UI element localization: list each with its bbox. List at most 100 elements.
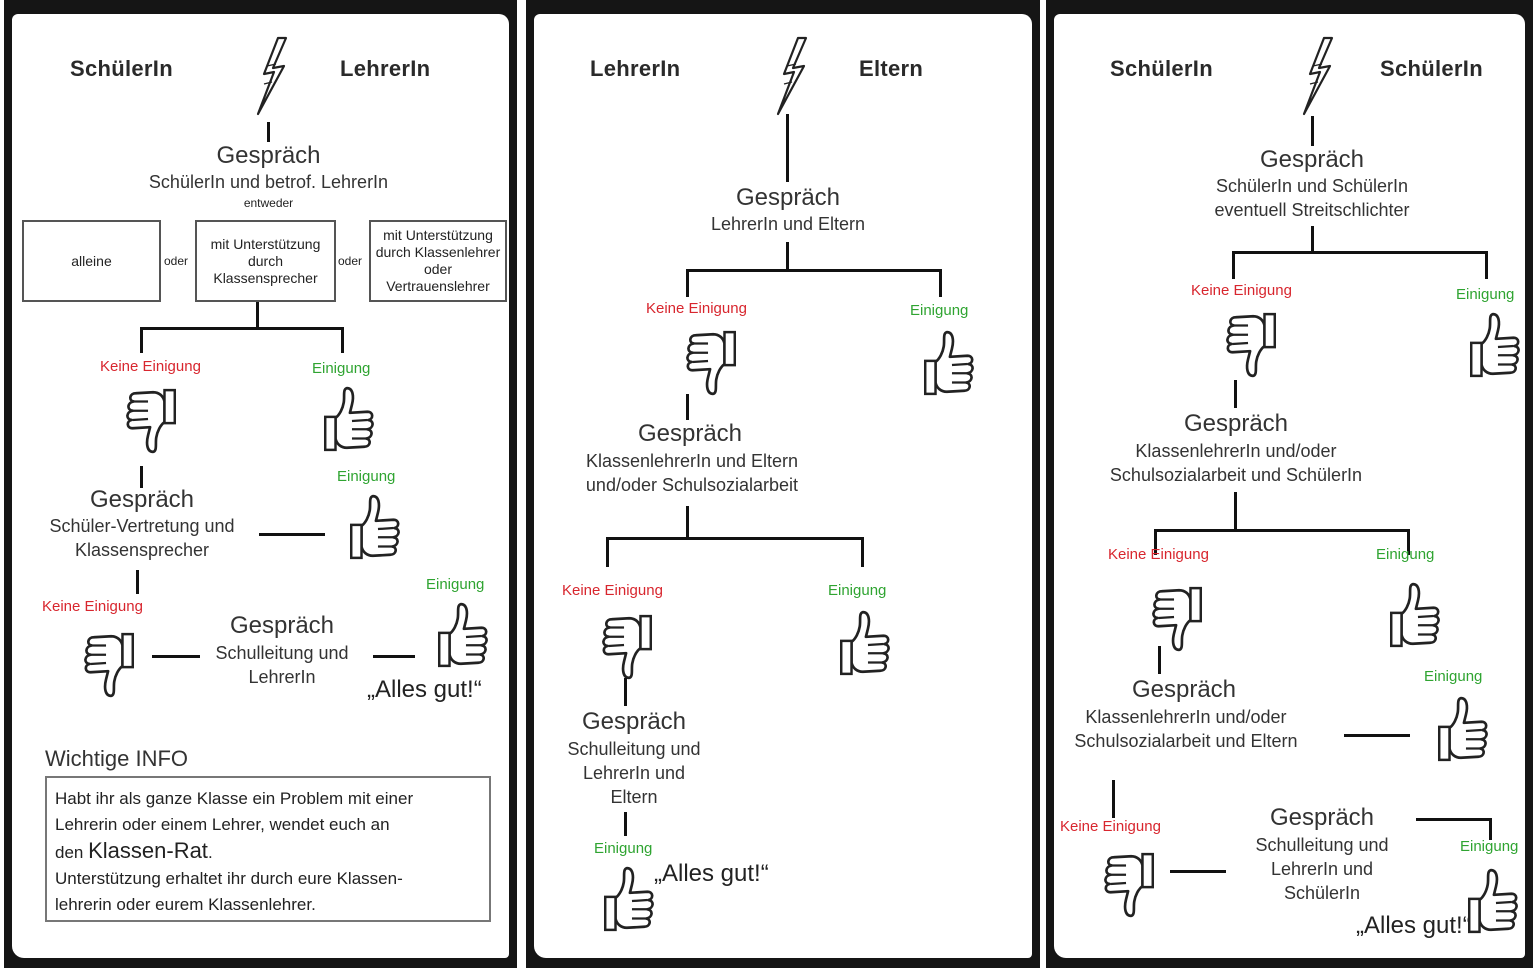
talk2-subtitle: Schulsozialarbeit und SchülerIn [1109, 465, 1363, 485]
option-alone-label: alleine [71, 252, 112, 269]
talk3-subtitle: Schulleitung und [215, 643, 349, 663]
agreement-label: Einigung [594, 840, 653, 857]
no-agreement-label: Keine Einigung [562, 582, 663, 599]
talk1-subtitle: SchülerIn und betrof. LehrerIn [148, 172, 389, 192]
talk4-title: Gespräch [1269, 804, 1375, 831]
thumbs-up-icon [838, 608, 900, 680]
agreement-label: Einigung [337, 468, 396, 485]
agreement-label: Einigung [1460, 838, 1519, 855]
talk3-subtitle: LehrerIn und [582, 763, 686, 783]
connector [686, 269, 942, 272]
talk2-title: Gespräch [1183, 410, 1289, 437]
talk3-title: Gespräch [1131, 676, 1237, 703]
lightning-icon [252, 36, 292, 116]
thumbs-down-icon [592, 610, 654, 682]
thumbs-up-icon [1436, 694, 1498, 766]
party-right-label: LehrerIn [340, 56, 431, 81]
panel-paper: SchülerIn LehrerIn Gespräch SchülerIn un… [12, 14, 509, 958]
panel-teacher-parents: LehrerIn Eltern Gespräch LehrerIn und El… [526, 0, 1040, 968]
thumbs-up-icon [436, 600, 498, 672]
talk4-subtitle: LehrerIn und [1270, 859, 1374, 879]
info-text: Habt ihr als ganze Klasse ein Problem mi… [55, 789, 414, 808]
talk3-title: Gespräch [581, 708, 687, 735]
connector [1154, 529, 1157, 555]
talk2-title: Gespräch [89, 486, 195, 513]
no-agreement-label: Keine Einigung [1108, 546, 1209, 563]
agreement-label: Einigung [312, 360, 371, 377]
connector [624, 812, 627, 836]
no-agreement-label: Keine Einigung [646, 300, 747, 317]
connector [341, 327, 344, 353]
info-text: . [207, 843, 213, 862]
thumbs-up-icon [322, 384, 384, 456]
thumbs-down-icon [1216, 308, 1278, 380]
class-council-label: Klassen-Rat [88, 838, 208, 863]
no-agreement-label: Keine Einigung [100, 358, 201, 375]
talk1-title: Gespräch [216, 142, 321, 169]
or-label: oder [338, 254, 363, 268]
connector [1234, 492, 1237, 530]
connector [1112, 780, 1115, 818]
connector [1170, 870, 1226, 873]
talk2-subtitle: Schüler-Vertretung und [49, 516, 235, 536]
connector [1485, 251, 1488, 279]
info-title: Wichtige INFO [45, 746, 189, 771]
connector [686, 269, 689, 297]
connector [861, 537, 864, 567]
connector [1154, 529, 1410, 532]
option-class-rep-label: mit Unterstützung durch Klassensprecher [210, 235, 321, 286]
party-left-label: SchülerIn [1110, 56, 1213, 81]
thumbs-up-icon [1468, 310, 1530, 382]
connector [1158, 646, 1161, 674]
thumbs-down-icon [116, 384, 178, 456]
connector [140, 466, 143, 488]
agreement-label: Einigung [426, 576, 485, 593]
talk3-subtitle: Schulleitung und [567, 739, 701, 759]
talk3-subtitle: KlassenlehrerIn und/oder [1085, 707, 1287, 727]
agreement-label: Einigung [828, 582, 887, 599]
talk4-subtitle: SchülerIn [1283, 883, 1361, 903]
talk3-title: Gespräch [229, 612, 335, 639]
connector [606, 537, 864, 540]
option-class-rep-box: mit Unterstützung durch Klassensprecher [195, 220, 336, 302]
talk1-subtitle: eventuell Streitschlichter [1214, 200, 1410, 220]
thumbs-down-icon [676, 326, 738, 398]
connector [140, 327, 143, 353]
info-text: lehrerin oder eurem Klassenlehrer. [55, 895, 316, 914]
talk1-title: Gespräch [735, 184, 841, 211]
panel-student-teacher: SchülerIn LehrerIn Gespräch SchülerIn un… [4, 0, 517, 968]
connector [786, 114, 789, 182]
connector [624, 678, 627, 706]
connector [686, 506, 689, 538]
info-text: den [55, 843, 89, 862]
talk3-subtitle: Eltern [610, 787, 658, 807]
option-teacher-box: mit Unterstützung durch Klassenlehrer od… [369, 220, 507, 302]
connector [256, 302, 259, 328]
party-left-label: LehrerIn [590, 56, 681, 81]
talk3-subtitle: Schulsozialarbeit und Eltern [1074, 731, 1298, 751]
connector [1232, 251, 1235, 279]
thumbs-up-icon [348, 492, 410, 564]
all-good-label: „Alles gut!“ [654, 860, 769, 887]
connector [939, 269, 942, 297]
all-good-label: „Alles gut!“ [1356, 912, 1471, 939]
info-box: Habt ihr als ganze Klasse ein Problem mi… [45, 776, 491, 922]
talk1-title: Gespräch [1259, 146, 1365, 173]
talk2-subtitle: und/oder Schulsozialarbeit [585, 475, 799, 495]
lightning-icon [1298, 36, 1338, 116]
connector [1311, 226, 1314, 252]
talk3-subtitle: LehrerIn [248, 667, 316, 687]
connector [606, 537, 609, 567]
thumbs-down-icon [1094, 848, 1156, 920]
or-label: oder [164, 254, 189, 268]
talk2-subtitle: KlassenlehrerIn und Eltern [585, 451, 799, 471]
info-text: Lehrerin oder einem Lehrer, wendet euch … [55, 815, 390, 834]
panel-student-student: SchülerIn SchülerIn Gespräch SchülerIn u… [1046, 0, 1533, 968]
no-agreement-label: Keine Einigung [1060, 818, 1161, 835]
thumbs-up-icon [1466, 866, 1528, 938]
talk4-subtitle: Schulleitung und [1255, 835, 1389, 855]
lightning-icon [772, 36, 812, 116]
no-agreement-label: Keine Einigung [1191, 282, 1292, 299]
talk2-subtitle: KlassenlehrerIn und/oder [1135, 441, 1337, 461]
party-left-label: SchülerIn [70, 56, 173, 81]
